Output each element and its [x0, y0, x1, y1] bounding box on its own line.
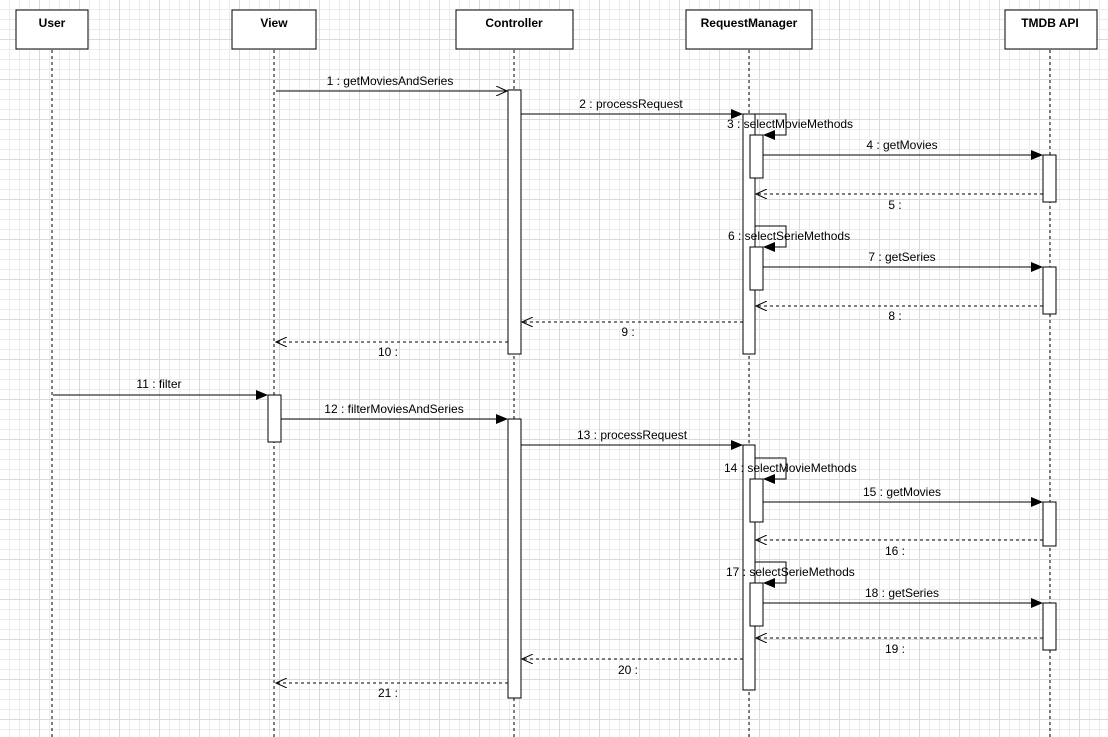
message-label: 20 :: [618, 663, 638, 677]
activation-bar[interactable]: [749, 246, 764, 291]
lifeline-head-requestmanager[interactable]: RequestManager: [685, 9, 813, 50]
message-label: 7 : getSeries: [868, 250, 935, 264]
message-label: 19 :: [885, 642, 905, 656]
activation-bar[interactable]: [749, 134, 764, 179]
message-label: 5 :: [888, 198, 901, 212]
lifeline-label-tmdb: TMDB API: [1021, 16, 1079, 30]
message-labels: 1 : getMoviesAndSeries 2 : processReques…: [136, 74, 941, 700]
lifeline-heads: User View Controller RequestManager TMDB…: [15, 9, 1098, 50]
activations: [267, 89, 1057, 699]
lifeline-label-controller: Controller: [485, 16, 543, 30]
lifeline-label-user: User: [39, 16, 66, 30]
message-arrow-self[interactable]: [755, 113, 787, 140]
message-label: 12 : filterMoviesAndSeries: [324, 402, 463, 416]
message-label: 9 :: [621, 325, 634, 339]
lifeline-label-requestmanager: RequestManager: [701, 16, 798, 30]
message-label: 6 : selectSerieMethods: [728, 229, 850, 243]
lifeline-head-tmdb[interactable]: TMDB API: [1004, 9, 1098, 50]
message-label: 21 :: [378, 686, 398, 700]
activation-bar[interactable]: [1042, 266, 1057, 315]
activation-bar[interactable]: [1042, 501, 1057, 547]
message-label: 11 : filter: [136, 377, 181, 391]
lifeline-head-user[interactable]: User: [15, 9, 89, 50]
message-label: 13 : processRequest: [577, 428, 688, 442]
message-label: 18 : getSeries: [865, 586, 939, 600]
message-label: 1 : getMoviesAndSeries: [327, 74, 454, 88]
activation-bar[interactable]: [1042, 154, 1057, 203]
message-label: 16 :: [885, 544, 905, 558]
lifeline-label-view: View: [260, 16, 288, 30]
messages: [53, 91, 1043, 683]
message-label: 10 :: [378, 345, 398, 359]
message-arrow-self[interactable]: [755, 225, 787, 252]
activation-bar[interactable]: [1042, 602, 1057, 651]
message-label: 4 : getMovies: [866, 138, 937, 152]
activation-bar[interactable]: [749, 478, 764, 523]
lifeline-head-view[interactable]: View: [231, 9, 317, 50]
message-label: 8 :: [888, 309, 901, 323]
message-label: 3 : selectMovieMethods: [727, 117, 853, 131]
lifeline-head-controller[interactable]: Controller: [455, 9, 574, 50]
message-label: 14 : selectMovieMethods: [724, 461, 857, 475]
message-label: 15 : getMovies: [863, 485, 941, 499]
message-arrow-self[interactable]: [755, 457, 787, 484]
activation-bar[interactable]: [507, 89, 522, 355]
activation-bar[interactable]: [507, 418, 522, 699]
message-label: 17 : selectSerieMethods: [726, 565, 855, 579]
activation-bar[interactable]: [749, 582, 764, 627]
message-label: 2 : processRequest: [579, 97, 683, 111]
lifelines: [51, 50, 1051, 737]
message-arrow-self[interactable]: [755, 561, 787, 588]
activation-bar[interactable]: [267, 394, 282, 443]
